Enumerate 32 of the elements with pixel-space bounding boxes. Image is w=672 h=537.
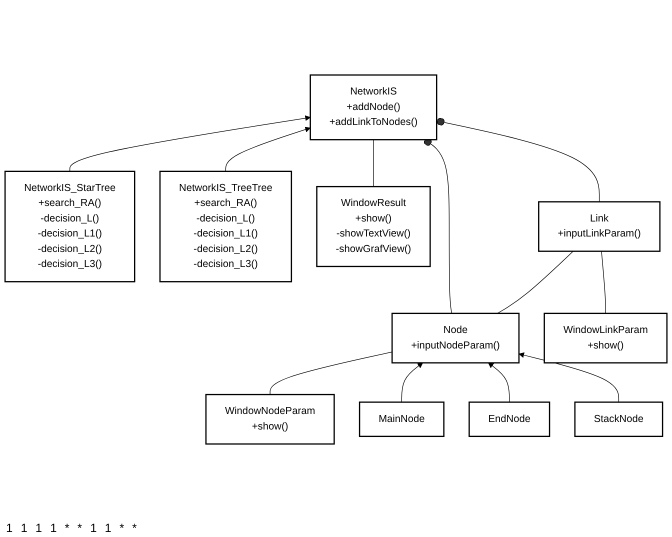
multiplicity-label: * [77, 521, 82, 535]
arrow [70, 115, 311, 172]
node-box: WindowResult +show() -showTextView() -showGrafView() [316, 186, 431, 268]
node-box: Node +inputNodeParam() [391, 312, 520, 364]
multiplicity-label: * [64, 521, 70, 535]
node-box: NetworkIS +addNode() +addLinkToNodes() [310, 74, 438, 140]
node-box: MainNode [358, 402, 444, 438]
multiplicity-label: * [132, 521, 137, 535]
multiplicity-label: 1 [6, 521, 13, 535]
connector [424, 138, 452, 314]
arrow [401, 362, 423, 402]
node-box: NetworkIS_TreeTree +search_RA() -decision_L() -decision_L1() -decision_L2() -decision_L3() [159, 170, 292, 282]
multiplicity-label: 1 [20, 521, 28, 535]
multiplicity-label: * [119, 521, 124, 535]
connector [497, 250, 574, 314]
multiplicity-label: 1 [90, 521, 97, 535]
node-box: Link +inputLinkParam() [538, 201, 661, 252]
node-box: StackNode [574, 402, 664, 438]
node-box: NetworkIS_StarTree +search_RA() -decision_L() -decision_L1() -decision_L2() -decision_L3() [4, 170, 136, 282]
connector [436, 118, 600, 202]
arrow [488, 362, 510, 402]
node-box: WindowLinkParam +show() [544, 312, 668, 364]
arrow [225, 126, 311, 172]
connector [601, 250, 606, 314]
arrow [518, 352, 620, 402]
multiplicity-label: 1 [50, 521, 57, 535]
connector [373, 139, 374, 187]
node-box: EndNode [468, 402, 550, 438]
node-box: WindowNodeParam +show() [205, 394, 335, 445]
connector [270, 352, 392, 395]
multiplicity-label: 1 [35, 521, 42, 535]
multiplicity-label: 1 [104, 521, 112, 535]
